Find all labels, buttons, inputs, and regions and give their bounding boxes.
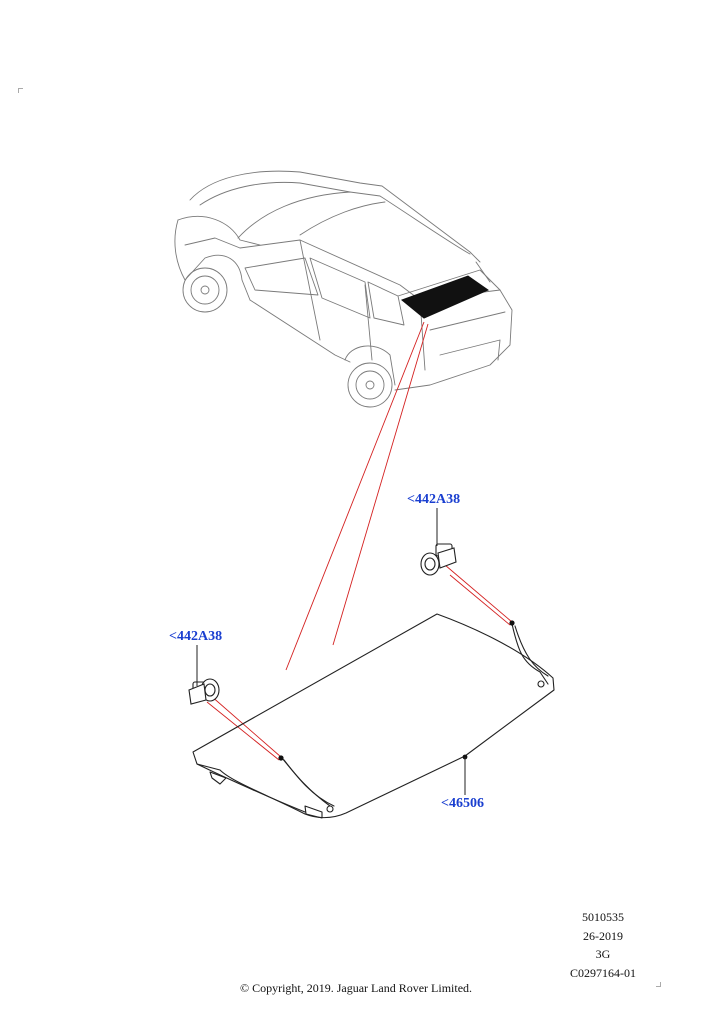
- reference-code: 3G: [595, 947, 611, 961]
- leader-line-clip-lower-a: [209, 694, 282, 758]
- reference-number: 5010535: [582, 910, 624, 924]
- callout-clip-upper[interactable]: <442A38: [407, 492, 461, 507]
- leader-line-vehicle-left: [285, 321, 425, 671]
- diagram-reference-info: 5010535 26-2019 3G C0297164-01: [570, 908, 636, 982]
- cord-anchor-lower: [278, 755, 284, 761]
- leader-line-clip-upper-b: [449, 574, 511, 626]
- reference-date: 26-2019: [583, 928, 623, 943]
- leader-lines: [206, 321, 513, 761]
- clip-upper: [420, 543, 457, 576]
- load-cover-panel: [192, 613, 555, 819]
- vehicle-illustration: [174, 170, 513, 408]
- copyright-notice: © Copyright, 2019. Jaguar Land Rover Lim…: [239, 981, 473, 995]
- callout-clip-lower[interactable]: <442A38: [169, 629, 223, 644]
- callout-load-cover[interactable]: <46506: [441, 796, 484, 811]
- load-cover-location-highlight: [401, 275, 490, 319]
- corner-mark-top-left: [18, 88, 23, 93]
- cord-anchor-upper: [509, 620, 515, 626]
- illustration-id: C0297164-01: [570, 965, 636, 980]
- leader-line-clip-lower-b: [206, 701, 280, 761]
- callout-stems: [196, 508, 466, 795]
- leader-line-vehicle-right: [332, 323, 429, 646]
- clip-lower: [188, 678, 220, 705]
- leader-line-clip-upper-a: [444, 564, 513, 623]
